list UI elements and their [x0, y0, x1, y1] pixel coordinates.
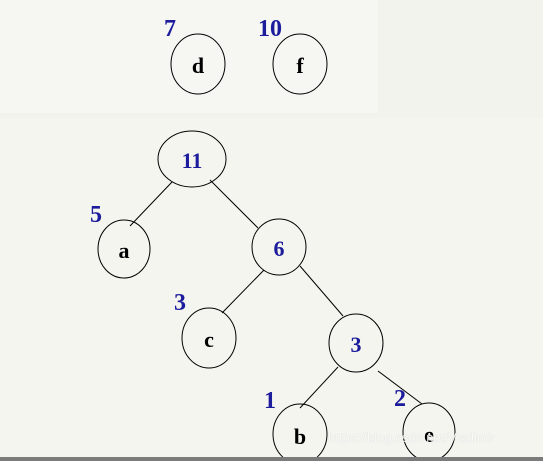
node-circle-d: [170, 33, 226, 95]
node-circle-a: [97, 219, 151, 279]
node-label-d: d: [192, 53, 204, 78]
tree-node-6: 6: [251, 218, 307, 276]
weight-label-c: 3: [174, 290, 186, 316]
tree-node-a: a 5: [90, 202, 151, 279]
node-label-6: 6: [274, 236, 285, 261]
node-circle-c: [181, 307, 237, 369]
node-circle-6: [251, 218, 307, 276]
watermark-text: https://blog.csdn.net/Vladimir: [328, 430, 495, 445]
background-panel-top: [0, 0, 378, 113]
weight-label-e: 2: [394, 386, 406, 412]
node-circle-3: [328, 313, 384, 373]
node-circle-root: [157, 130, 227, 188]
tree-node-root: 11: [157, 130, 227, 188]
edge-3-e: [377, 370, 423, 405]
node-label-f: f: [296, 53, 304, 78]
weight-label-b: 1: [264, 388, 276, 414]
tree-node-b: b 1: [264, 388, 328, 461]
node-label-3: 3: [351, 332, 362, 357]
tree-node-c: c 3: [174, 290, 237, 369]
node-circle-e: [402, 402, 456, 461]
tree-node-3: 3: [328, 313, 384, 373]
edge-6-3: [299, 265, 344, 317]
forest-node-d: d 7: [164, 16, 226, 95]
node-label-b: b: [294, 424, 306, 449]
edge-root-6: [209, 179, 259, 229]
weight-label-f: 10: [258, 16, 282, 42]
edge-root-a: [129, 181, 173, 227]
node-label-a: a: [119, 238, 130, 263]
tree-node-e: e 2: [394, 386, 456, 461]
weight-label-d: 7: [164, 16, 176, 42]
tree-edges: [129, 179, 423, 409]
edge-6-c: [221, 269, 265, 314]
node-label-c: c: [204, 327, 214, 352]
forest-node-f: f 10: [258, 16, 328, 95]
node-label-e: e: [424, 422, 434, 447]
edge-3-b: [299, 366, 339, 409]
bottom-border: [0, 457, 543, 461]
node-label-root: 11: [182, 148, 203, 173]
weight-label-a: 5: [90, 202, 102, 228]
background-panel-bottom: [0, 118, 543, 458]
node-circle-b: [272, 403, 328, 461]
node-circle-f: [272, 33, 328, 95]
